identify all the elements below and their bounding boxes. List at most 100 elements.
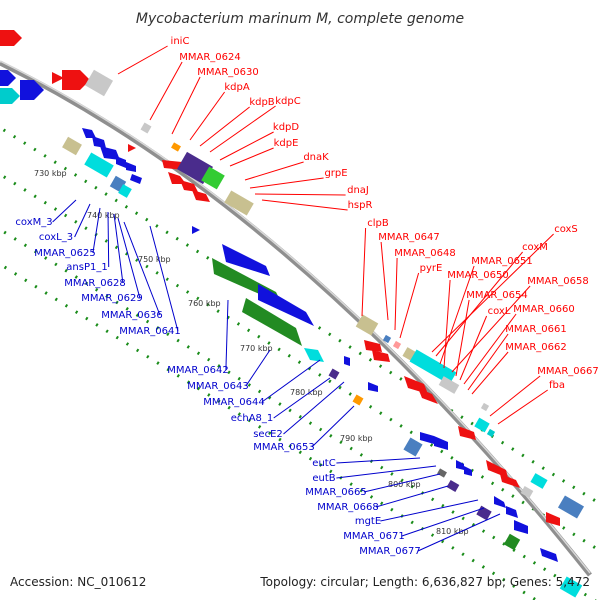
gene-block[interactable] <box>557 495 585 519</box>
gene-block[interactable] <box>446 480 460 492</box>
gene-arrow[interactable] <box>404 376 428 394</box>
reverse-gene-label[interactable]: eutC <box>312 457 421 469</box>
reverse-gene-label[interactable]: MMAR_0653 <box>253 405 355 453</box>
gene-block[interactable] <box>503 533 521 551</box>
gene-arrow[interactable] <box>368 382 378 392</box>
gene-arrow[interactable] <box>304 348 324 362</box>
forward-gene-label[interactable]: iniC <box>117 36 189 75</box>
gene-arrow[interactable] <box>192 190 210 202</box>
reverse-gene-label[interactable]: eutB <box>312 465 437 484</box>
gene-block[interactable] <box>474 417 490 433</box>
reverse-gene-label[interactable]: coxM_3 <box>15 199 77 228</box>
reverse-gene-label[interactable]: MMAR_0628 <box>64 213 126 289</box>
gene-arrow[interactable] <box>82 128 96 138</box>
reverse-gene-label[interactable]: ansP1_1 <box>66 211 110 273</box>
forward-gene-label[interactable]: dnaJ <box>254 185 369 196</box>
gene-arrow[interactable] <box>222 244 270 276</box>
reverse-gene-label[interactable]: MMAR_0625 <box>34 207 101 259</box>
gene-arrow[interactable] <box>514 520 528 534</box>
gene-block[interactable] <box>84 152 114 178</box>
gene-arrow[interactable] <box>126 162 136 172</box>
forward-gene-label[interactable]: kdpC <box>209 96 301 153</box>
gene-block[interactable] <box>409 349 457 385</box>
gene-arrow[interactable] <box>62 70 90 90</box>
gene-block[interactable] <box>62 136 82 156</box>
gene-block[interactable] <box>140 122 152 134</box>
gene-arrow[interactable] <box>506 506 518 518</box>
gene-arrow[interactable] <box>364 340 382 352</box>
gene-arrow[interactable] <box>180 180 198 192</box>
reverse-gene-label[interactable]: MMAR_0629 <box>81 217 143 304</box>
gene-arrow[interactable] <box>434 436 448 450</box>
forward-gene-label[interactable]: dnaK <box>244 152 329 181</box>
gene-arrow[interactable] <box>20 80 44 100</box>
gene-arrow[interactable] <box>486 460 508 478</box>
gene-arrow[interactable] <box>192 226 200 234</box>
gene-arrow[interactable] <box>420 432 434 444</box>
gene-arrow[interactable] <box>92 136 106 148</box>
gene-block[interactable] <box>118 184 132 198</box>
forward-gene-label[interactable]: fba <box>497 380 565 425</box>
gene-arrow[interactable] <box>500 474 520 488</box>
gene-block[interactable] <box>352 394 364 406</box>
reverse-gene-label[interactable]: MMAR_0668 <box>317 485 449 513</box>
forward-gene-label[interactable]: coxL <box>459 306 511 381</box>
gene-arrow[interactable] <box>258 284 314 326</box>
forward-gene-label[interactable]: kdpB <box>199 97 275 147</box>
reverse-gene-label[interactable]: MMAR_0671 <box>343 507 485 542</box>
forward-gene-label[interactable]: clpB <box>361 218 389 317</box>
reverse-gene-label[interactable]: MMAR_0665 <box>305 473 441 498</box>
forward-gene-label[interactable]: MMAR_0658 <box>451 276 589 373</box>
gene-block[interactable] <box>171 142 181 152</box>
gene-arrow[interactable] <box>372 350 390 362</box>
forward-gene-label[interactable]: MMAR_0660 <box>463 304 575 385</box>
gene-block[interactable] <box>438 376 460 394</box>
reverse-gene-label[interactable]: mgtE <box>355 499 479 527</box>
forward-gene-label[interactable]: MMAR_0630 <box>171 67 259 135</box>
gene-arrow[interactable] <box>464 466 472 476</box>
gene-block[interactable] <box>476 505 492 521</box>
reverse-gene-label[interactable]: MMAR_0644 <box>203 359 321 408</box>
reverse-gene-label[interactable]: MMAR_0642 <box>167 299 229 376</box>
gene-arrow[interactable] <box>494 496 506 508</box>
gene-block[interactable] <box>437 468 447 478</box>
gene-arrow[interactable] <box>546 512 560 526</box>
gene-block[interactable] <box>403 437 423 457</box>
forward-gene-label[interactable]: MMAR_0624 <box>149 52 241 121</box>
forward-gene-label[interactable]: grpE <box>249 168 348 189</box>
forward-gene-label[interactable]: coxM <box>435 242 548 357</box>
gene-arrow[interactable] <box>0 30 22 46</box>
reverse-gene-label[interactable]: MMAR_0643 <box>187 349 271 392</box>
reverse-gene-label[interactable]: secE2 <box>253 381 345 440</box>
reverse-gene-label[interactable]: MMAR_0636 <box>101 221 163 321</box>
gene-arrow[interactable] <box>128 144 136 152</box>
gene-arrow[interactable] <box>242 298 302 346</box>
gene-block[interactable] <box>84 69 114 97</box>
reverse-gene-label[interactable]: coxL_3 <box>39 203 91 243</box>
forward-gene-label[interactable]: kdpA <box>189 82 250 141</box>
gene-arrow[interactable] <box>0 88 20 104</box>
forward-gene-label[interactable]: hspR <box>261 199 372 211</box>
gene-block[interactable] <box>382 334 392 344</box>
forward-gene-label[interactable]: MMAR_0654 <box>455 290 528 377</box>
gene-block[interactable] <box>530 473 548 489</box>
forward-gene-label[interactable]: MMAR_0662 <box>471 342 567 395</box>
forward-gene-label[interactable]: MMAR_0661 <box>467 324 567 391</box>
gene-block[interactable] <box>328 368 340 380</box>
gene-block[interactable] <box>486 428 496 438</box>
forward-gene-label[interactable]: kdpD <box>219 122 299 161</box>
gene-block[interactable] <box>201 166 225 190</box>
gene-block[interactable] <box>392 340 402 350</box>
gene-block[interactable] <box>224 190 254 216</box>
gene-arrow[interactable] <box>0 70 16 86</box>
gene-block[interactable] <box>559 576 583 598</box>
forward-gene-label[interactable]: coxS <box>431 224 578 353</box>
gene-arrow[interactable] <box>116 156 126 168</box>
reverse-gene-label[interactable]: MMAR_0677 <box>359 513 501 557</box>
reverse-gene-label[interactable]: echA8_1 <box>231 377 331 424</box>
gene-arrow[interactable] <box>52 72 64 84</box>
forward-gene-label[interactable]: kdpE <box>229 138 298 167</box>
gene-arrow[interactable] <box>100 146 120 160</box>
reverse-gene-label[interactable]: MMAR_0641 <box>119 225 181 337</box>
gene-arrow[interactable] <box>456 460 464 470</box>
